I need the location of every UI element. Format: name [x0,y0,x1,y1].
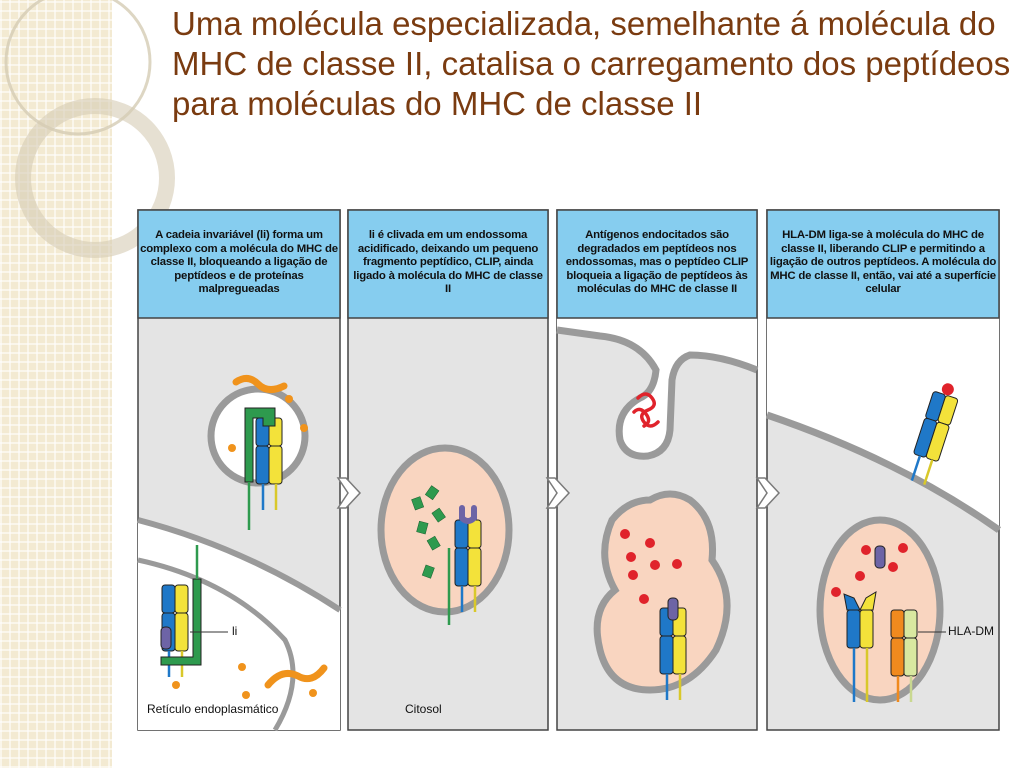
panel-4-caption: HLA-DM liga-se à molécula do MHC de clas… [769,229,997,296]
step-arrows [336,477,781,509]
invariant-chain-label: li [232,624,238,638]
hla-dm-label: HLA-DM [948,624,995,638]
er-label: Retículo endoplasmático [147,702,279,716]
mhc-ii-loading-peptide [843,591,877,702]
slide-title: Uma molécula especializada, semelhante á… [172,5,1011,122]
fused-endosome [593,490,731,694]
mhc-ii-in-er [160,545,202,679]
panel-2-caption: li é clivada em um endossoma acidificado… [353,229,543,296]
mhc-ii-with-clip [447,505,483,625]
surface-mhc-ii-with-peptide [903,383,960,488]
panel-3 [556,209,759,731]
arrow-3-4 [755,477,781,509]
decorative-rings [4,0,175,258]
arrow-2-3 [545,477,571,509]
panel-4 [765,209,1002,731]
misfolded-protein [232,375,288,393]
endocytosed-antigen [632,392,660,428]
hla-dm-molecule [890,609,918,702]
panel-1-caption: A cadeia invariável (li) forma um comple… [140,229,338,296]
mhc-loading-diagram [137,209,1002,732]
panel-2 [347,209,549,731]
arrow-1-2 [336,477,362,509]
cytosol-label: Citosol [405,702,442,716]
released-clip [874,545,886,569]
acidified-endosome [377,444,513,616]
panel-1 [137,209,342,732]
mhc-ii-with-invariant-chain [244,407,284,530]
background-texture-strip [0,0,112,768]
panel-3-caption: Antígenos endocitados são degradados em … [565,229,749,296]
